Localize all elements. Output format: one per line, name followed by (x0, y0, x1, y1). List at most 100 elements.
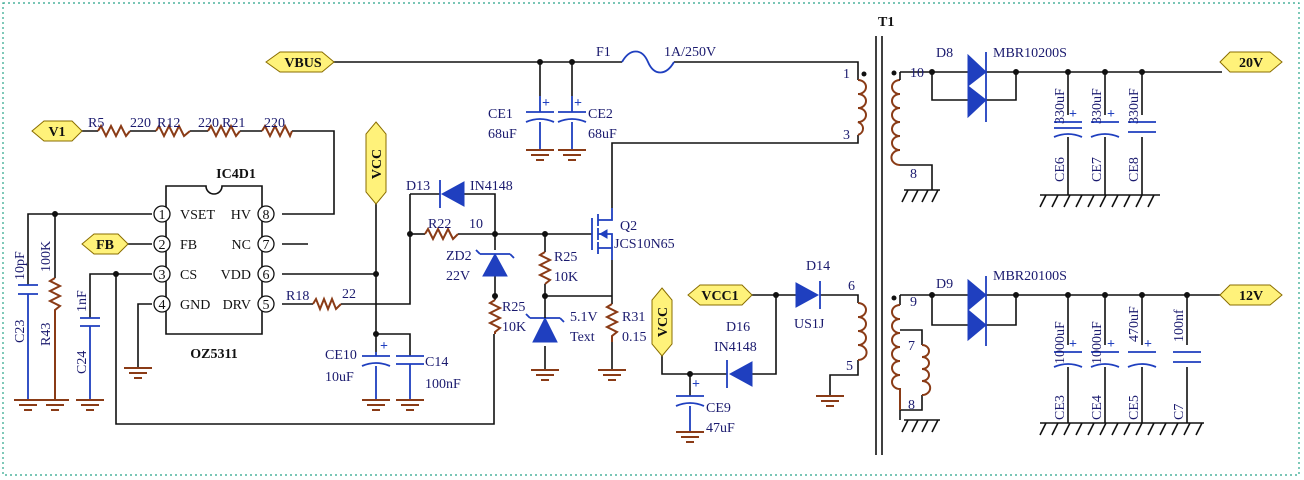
svg-text:R22: R22 (428, 217, 451, 232)
svg-text:4: 4 (159, 298, 166, 313)
svg-text:5: 5 (846, 359, 853, 374)
svg-text:220: 220 (198, 116, 219, 131)
capacitor-ce5: + CE5 470uF (1127, 306, 1157, 420)
svg-text:R25: R25 (502, 300, 525, 315)
svg-text:10K: 10K (502, 320, 526, 335)
svg-text:CE8: CE8 (1127, 157, 1142, 182)
junction-dots (52, 59, 1190, 377)
wires (27, 61, 1222, 425)
svg-text:R43: R43 (39, 323, 54, 346)
svg-text:ZD2: ZD2 (446, 249, 472, 264)
svg-text:+: + (692, 377, 700, 392)
svg-text:10uF: 10uF (325, 370, 354, 385)
svg-text:1: 1 (159, 208, 166, 223)
resistor-r43: R43 100K (39, 241, 63, 400)
diode-d9: D9 MBR20100S (936, 269, 1067, 346)
svg-text:1A/250V: 1A/250V (664, 45, 716, 60)
svg-text:VDD: VDD (221, 268, 251, 283)
svg-text:68uF: 68uF (588, 127, 617, 142)
svg-text:100K: 100K (39, 241, 54, 272)
svg-text:CE10: CE10 (325, 348, 357, 363)
svg-text:330uF: 330uF (1053, 88, 1068, 124)
svg-text:CS: CS (180, 268, 197, 283)
capacitor-ce9: + CE9 47uF (675, 377, 735, 436)
ic-ref: IC4D1 (216, 167, 256, 182)
svg-text:VCC: VCC (656, 307, 671, 337)
svg-text:20V: 20V (1239, 56, 1263, 71)
svg-text:FB: FB (96, 238, 114, 253)
svg-text:D9: D9 (936, 277, 953, 292)
resistor-r12: R12 220 (155, 116, 219, 139)
ic-oz5311: IC4D1 OZ5311 1 VSET 2 FB 3 CS 4 GND 8 HV… (153, 167, 275, 362)
capacitor-ce10: + CE10 10uF (325, 339, 391, 400)
svg-text:R25: R25 (554, 250, 577, 265)
ground-ic (124, 367, 152, 379)
capacitor-ce4: + CE4 1000uF (1090, 321, 1120, 420)
svg-text:1: 1 (843, 67, 850, 82)
svg-text:22: 22 (342, 287, 356, 302)
svg-text:330uF: 330uF (1127, 88, 1142, 124)
ground-r31 (598, 369, 626, 381)
ground-sec-20v (901, 189, 940, 203)
svg-text:+: + (1144, 337, 1152, 352)
diode-d8: D8 MBR10200S (936, 46, 1067, 122)
svg-text:12V: 12V (1239, 289, 1263, 304)
svg-text:CE4: CE4 (1090, 395, 1105, 420)
svg-text:R12: R12 (157, 116, 180, 131)
svg-text:7: 7 (263, 238, 270, 253)
svg-text:VCC1: VCC1 (701, 289, 738, 304)
svg-text:6: 6 (848, 279, 855, 294)
svg-text:10: 10 (910, 66, 924, 81)
zener-zd2: ZD2 22V (446, 249, 515, 284)
svg-text:22V: 22V (446, 269, 470, 284)
zener-5v1: 5.1V Text (525, 300, 598, 345)
ic-left-pins: 1 VSET 2 FB 3 CS 4 GND (153, 205, 215, 313)
svg-text:IN4148: IN4148 (714, 340, 757, 355)
net-label-vbus: VBUS (265, 51, 335, 73)
ground-ce10 (362, 399, 390, 411)
svg-text:+: + (380, 339, 388, 354)
ground-bank-12v (1039, 422, 1204, 436)
diodes: D13 IN4148 ZD2 22V 5.1V Text D14 US1J (406, 46, 1067, 388)
capacitor-ce2: + CE2 68uF (557, 96, 617, 150)
ground-c24 (76, 399, 104, 411)
svg-text:+: + (1069, 337, 1077, 352)
capacitor-ce1: + CE1 68uF (488, 96, 555, 150)
capacitor-c24: C24 1nF (75, 290, 100, 400)
ground-c23 (14, 399, 42, 411)
svg-text:MBR10200S: MBR10200S (993, 46, 1067, 61)
svg-text:+: + (1069, 107, 1077, 122)
svg-text:R31: R31 (622, 310, 645, 325)
svg-text:CE6: CE6 (1053, 157, 1068, 182)
transformer-t1: T1 1 3 6 5 10 8 9 7 8 (843, 15, 932, 455)
svg-text:6: 6 (263, 268, 270, 283)
svg-text:CE5: CE5 (1127, 395, 1142, 420)
svg-text:5: 5 (263, 298, 270, 313)
ground-r43 (41, 399, 69, 411)
svg-text:220: 220 (130, 116, 151, 131)
net-label-fb: FB (81, 233, 129, 255)
svg-text:GND: GND (180, 298, 210, 313)
ground-c14 (396, 399, 424, 411)
svg-text:10pF: 10pF (13, 251, 28, 280)
svg-text:8: 8 (263, 208, 270, 223)
resistor-r21-val: 220 (261, 116, 293, 139)
capacitor-ce6: + CE6 330uF (1053, 88, 1083, 182)
svg-text:F1: F1 (596, 45, 611, 60)
svg-text:220: 220 (264, 116, 285, 131)
ground-aux (816, 395, 844, 407)
ic-part: OZ5311 (190, 347, 237, 362)
svg-text:10: 10 (469, 217, 483, 232)
svg-text:VBUS: VBUS (284, 56, 322, 71)
ground-ce9 (676, 431, 704, 443)
ground-bank-20v (1039, 194, 1160, 208)
svg-text:1000uF: 1000uF (1053, 321, 1068, 364)
svg-text:10K: 10K (554, 270, 578, 285)
ground-sec-12v (901, 419, 940, 433)
ground-ce2 (558, 149, 586, 161)
svg-text:470uF: 470uF (1127, 306, 1142, 342)
svg-text:2: 2 (159, 238, 166, 253)
net-label-vcc-bottom: VCC (651, 287, 673, 357)
